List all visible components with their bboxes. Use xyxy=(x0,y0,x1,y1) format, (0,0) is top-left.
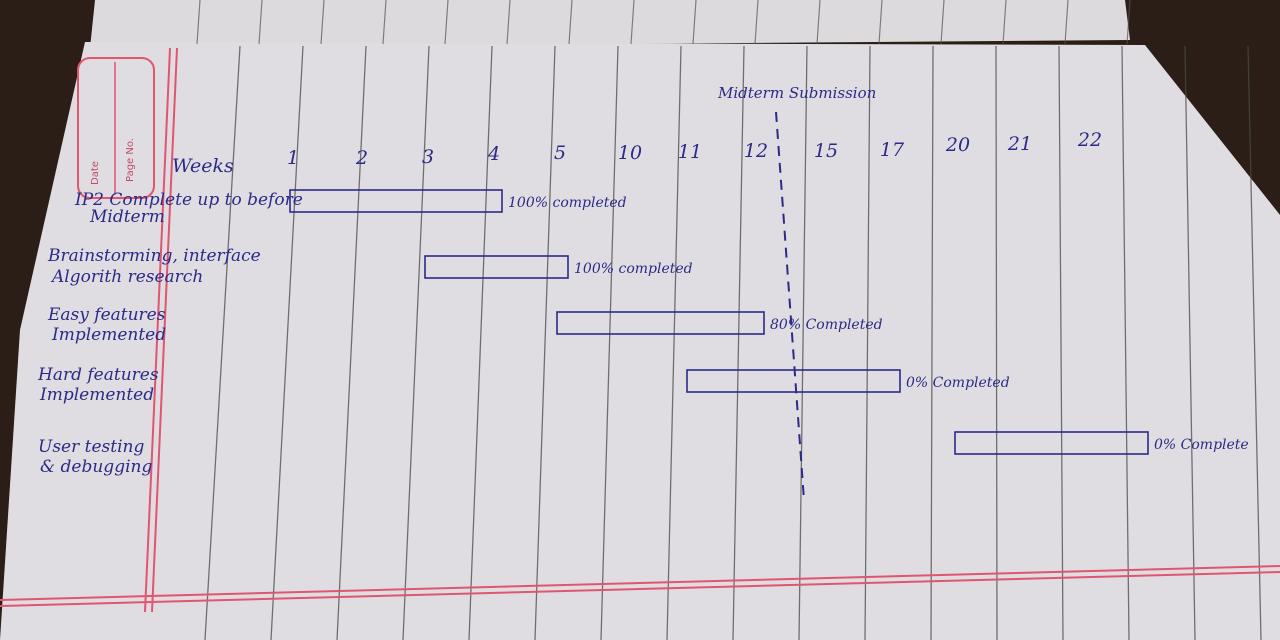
week-tick-label: 15 xyxy=(814,140,838,162)
ruled-line-top-page xyxy=(1064,0,1069,45)
ruled-line-top-page xyxy=(258,0,263,45)
ruled-line-top-page xyxy=(940,0,945,45)
ruled-line-top-page xyxy=(1126,0,1131,45)
margin-line xyxy=(144,47,171,613)
task-label-line1: User testing xyxy=(38,437,144,457)
ruled-line xyxy=(732,45,745,640)
bottom-margin-line-second xyxy=(0,571,1280,607)
task-label-line2: & debugging xyxy=(40,457,152,477)
week-tick-label: 12 xyxy=(744,140,768,162)
task-bar xyxy=(686,369,901,393)
task-bar xyxy=(424,255,569,279)
ruled-line xyxy=(798,45,808,640)
ruled-line-top-page xyxy=(444,0,449,45)
task-bar xyxy=(556,311,765,335)
ruled-line xyxy=(666,45,682,640)
milestone-line xyxy=(775,111,805,501)
ruled-line-top-page xyxy=(878,0,883,45)
ruled-line xyxy=(336,45,367,640)
ruled-line-top-page xyxy=(692,0,697,45)
ruled-line xyxy=(1247,45,1262,640)
ruled-line xyxy=(1121,45,1130,640)
task-status-label: 0% Complete xyxy=(1154,437,1249,453)
week-tick-label: 11 xyxy=(678,141,702,163)
ruled-line-top-page xyxy=(816,0,821,45)
task-bar xyxy=(289,189,503,213)
ruled-line-top-page xyxy=(506,0,511,45)
week-tick-label: 4 xyxy=(487,143,500,165)
task-label-line1: Easy features xyxy=(47,305,166,325)
underlying-page xyxy=(90,0,1130,48)
task-label-line2: Implemented xyxy=(51,325,166,345)
weeks-axis-label: Weeks xyxy=(172,155,234,177)
week-tick-label: 2 xyxy=(355,147,368,169)
ruled-line xyxy=(402,45,430,640)
task-status-label: 0% Completed xyxy=(906,375,1010,391)
task-label-line2: Implemented xyxy=(39,385,154,405)
ruled-line xyxy=(1184,45,1196,640)
ruled-line-top-page xyxy=(568,0,573,45)
margin-line-second xyxy=(151,47,178,613)
page-number-label: Page No. xyxy=(125,138,136,182)
ruled-line xyxy=(864,45,871,640)
week-tick-label: 5 xyxy=(554,142,566,164)
ruled-line-top-page xyxy=(754,0,759,45)
ruled-line-top-page xyxy=(320,0,325,45)
date-label: Date xyxy=(90,161,101,185)
week-tick-label: 17 xyxy=(880,139,905,161)
ruled-line xyxy=(204,45,241,640)
ruled-line-top-page xyxy=(196,0,201,45)
ruled-line-top-page xyxy=(630,0,635,45)
ruled-line xyxy=(995,45,998,640)
ruled-line xyxy=(1058,45,1064,640)
ruled-lines xyxy=(196,0,1262,640)
bottom-margin-line xyxy=(0,565,1280,601)
ruled-line-top-page xyxy=(1002,0,1007,45)
ruled-line xyxy=(270,45,304,640)
milestone-label: Midterm Submission xyxy=(717,84,876,102)
week-tick-label: 21 xyxy=(1007,133,1032,155)
task-status-label: 100% completed xyxy=(574,261,693,277)
task-label-line1: Brainstorming, interface xyxy=(47,246,261,266)
task-label-line1: IP2 Complete up to before xyxy=(74,190,303,210)
ruled-line xyxy=(930,45,934,640)
week-tick-label: 3 xyxy=(422,146,434,168)
ruled-line-top-page xyxy=(382,0,387,45)
task-status-label: 80% Completed xyxy=(770,317,883,333)
task-bar xyxy=(954,431,1149,455)
ruled-line xyxy=(600,45,619,640)
paper-shadow xyxy=(0,42,1280,640)
task-label-line1: Hard features xyxy=(37,365,159,385)
ruled-line xyxy=(534,45,556,640)
ruled-line xyxy=(468,45,493,640)
date-page-box: Date Page No. xyxy=(77,57,155,199)
week-tick-label: 20 xyxy=(945,134,970,156)
task-label-line2: Midterm xyxy=(89,207,165,227)
week-tick-label: 10 xyxy=(618,142,642,164)
paper-sheet xyxy=(0,42,1280,640)
task-status-label: 100% completed xyxy=(508,195,627,211)
week-tick-label: 1 xyxy=(287,147,299,169)
task-label-line2: Algorith research xyxy=(50,267,203,287)
task-row: User testing& debugging 0% Complete xyxy=(38,431,1249,477)
week-tick-label: 22 xyxy=(1077,129,1102,151)
